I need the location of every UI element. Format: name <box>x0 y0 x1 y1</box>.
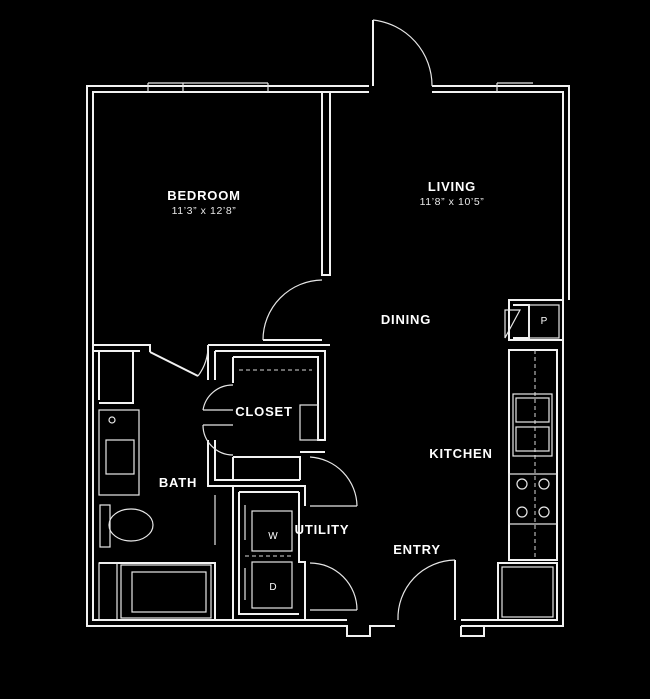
bath-label: BATH <box>158 475 198 490</box>
bath-fixtures <box>98 409 216 621</box>
closet-label: CLOSET <box>235 404 293 419</box>
bedroom-dimensions: 11’3” x 12’8” <box>171 205 237 217</box>
kitchen-fixtures <box>497 299 564 621</box>
bedroom-door <box>149 344 209 377</box>
interior-walls <box>93 92 331 620</box>
dining-label: DINING <box>380 312 432 327</box>
living-dimensions: 11’8” x 10’5” <box>419 196 485 208</box>
entry-label: ENTRY <box>393 542 441 557</box>
utility-doors <box>309 456 358 611</box>
entry-door <box>397 559 456 621</box>
washer-dryer <box>244 505 293 609</box>
closet-doors <box>202 369 319 456</box>
living-door <box>262 279 323 341</box>
living-label: LIVING <box>427 179 477 194</box>
pantry-label: P <box>540 316 548 327</box>
dryer-label: D <box>269 582 277 593</box>
utility-label: UTILITY <box>294 522 350 537</box>
bedroom-label: BEDROOM <box>167 188 241 203</box>
exterior-walls <box>86 85 570 637</box>
washer-label: W <box>268 531 278 542</box>
front-door <box>372 19 433 87</box>
kitchen-label: KITCHEN <box>429 446 493 461</box>
windows <box>147 82 533 92</box>
